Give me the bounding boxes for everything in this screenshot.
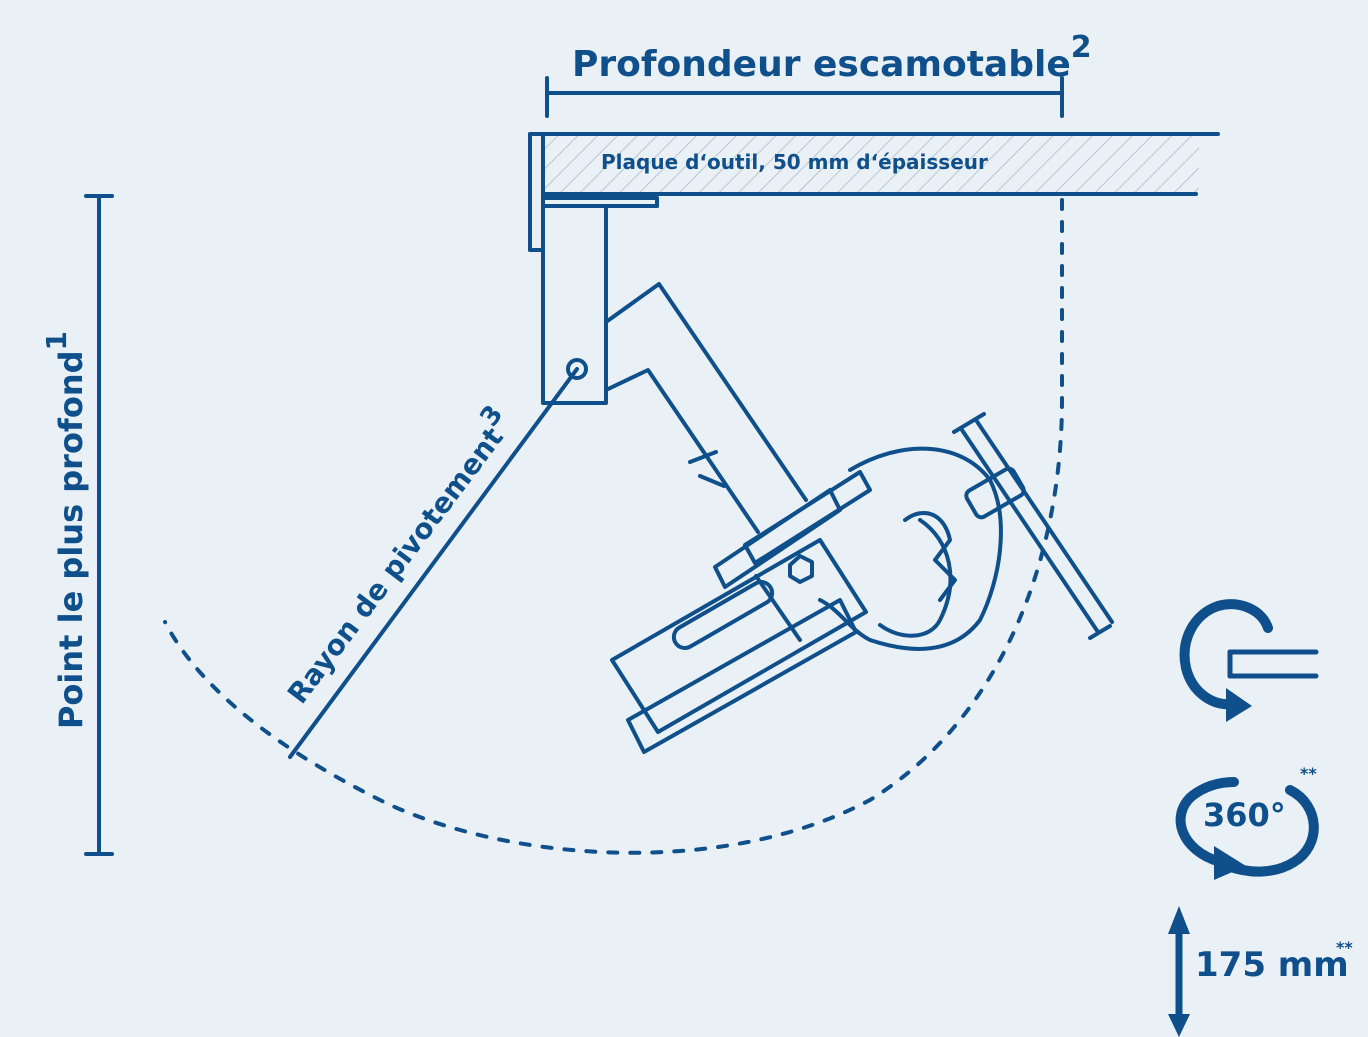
- height-value: 175 mm: [1195, 945, 1349, 985]
- left-dimension-line: [84, 194, 114, 856]
- height-note: **: [1336, 938, 1353, 957]
- rotation-value: 360°: [1203, 796, 1286, 834]
- mounting-bracket: [541, 196, 659, 405]
- swing-arc: [163, 198, 1064, 855]
- top-dimension-line: [545, 76, 1064, 118]
- pivot-radius-line: [288, 367, 579, 759]
- vertical-arrow-icon: [1168, 906, 1190, 1037]
- vise-body: [610, 412, 1114, 754]
- top-dimension-label: Profondeur escamotable2: [572, 30, 1092, 85]
- rotation-360-icon: [1175, 777, 1319, 880]
- swing-arm: [604, 282, 808, 534]
- rotate-arrow-icon: [1179, 599, 1319, 722]
- tool-plate: [528, 132, 1220, 252]
- rotation-note: **: [1300, 764, 1317, 783]
- left-dimension-label: Point le plus profond1: [40, 330, 90, 730]
- plate-label: Plaque d‘outil, 50 mm d‘épaisseur: [601, 150, 988, 174]
